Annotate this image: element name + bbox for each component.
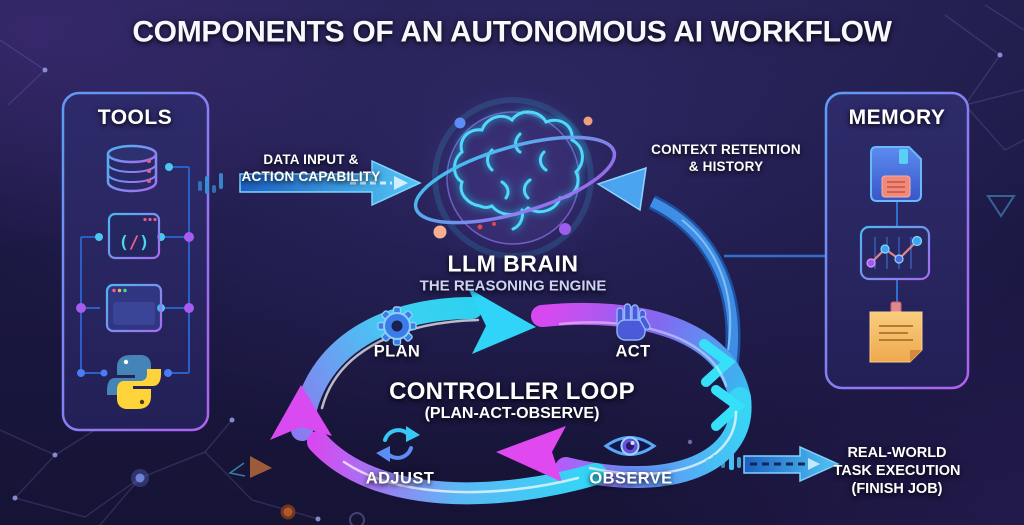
tools-panel-title: TOOLS (97, 105, 173, 129)
gear-icon (377, 306, 417, 346)
code-glyph-close: ) (139, 233, 149, 253)
floppy-disk-icon (870, 146, 922, 202)
code-glyph-open: ( (119, 233, 129, 253)
controller-loop-title: CONTROLLER LOOP (389, 378, 635, 405)
controller-loop-subtitle: (PLAN-ACT-OBSERVE) (424, 405, 600, 422)
loop-chevron-2 (711, 385, 746, 431)
step-adjust-label: ADJUST (365, 469, 435, 488)
eye-icon (603, 436, 657, 456)
controller-loop (270, 288, 752, 505)
database-icon (106, 144, 158, 193)
data-input-label-line1: DATA INPUT & (263, 152, 359, 168)
context-label-line1: CONTEXT RETENTION (651, 142, 801, 158)
step-plan-label: PLAN (373, 342, 421, 361)
output-arrow (706, 445, 840, 483)
loop-arrowhead-top (468, 288, 536, 354)
tools-circuit-dots (76, 163, 194, 377)
output-label-line3: (FINISH JOB) (851, 481, 943, 498)
orbit-dots (433, 116, 593, 239)
output-label-line2: TASK EXECUTION (833, 462, 961, 479)
step-observe-label: OBSERVE (589, 469, 673, 488)
orbit-ring (413, 135, 617, 225)
hand-icon (616, 303, 651, 341)
memory-panel-title: MEMORY (848, 105, 946, 129)
refresh-icon (376, 426, 420, 462)
context-arrow (596, 166, 741, 374)
browser-window-icon (105, 283, 163, 333)
code-window-icon: (/) (107, 212, 161, 260)
output-label-line1: REAL-WORLD (847, 444, 947, 461)
signal-bars-icon (198, 173, 223, 194)
decorative-shapes (228, 195, 1016, 525)
loop-arrowhead-bottom (496, 426, 566, 482)
line-chart-icon (859, 225, 931, 281)
svg-text:(/): (/) (119, 233, 150, 253)
context-label: CONTEXT RETENTION & HISTORY (651, 142, 801, 176)
data-input-label-line2: ACTION CAPABILITY (241, 169, 381, 184)
llm-brain-subtitle: THE REASONING ENGINE (419, 277, 607, 295)
sticky-note-icon (869, 301, 923, 363)
data-input-arrow (198, 159, 422, 207)
data-input-label: DATA INPUT & ACTION CAPABILITY (242, 152, 381, 186)
data-bits-icon (706, 453, 741, 470)
constellation-dots (12, 52, 1003, 522)
loop-chevron-1 (699, 339, 736, 387)
step-act-label: ACT (615, 342, 651, 361)
loop-arrowhead-left (270, 385, 332, 440)
page-title: COMPONENTS OF AN AUTONOMOUS AI WORKFLOW (132, 15, 892, 49)
output-label: REAL-WORLD TASK EXECUTION (FINISH JOB) (833, 444, 960, 498)
python-icon (107, 355, 161, 409)
tools-panel (61, 91, 210, 432)
code-glyph-slash: / (129, 233, 139, 253)
context-label-line2: & HISTORY (688, 159, 764, 174)
llm-brain-title: LLM BRAIN (447, 250, 579, 277)
llm-brain-orb (413, 80, 617, 280)
